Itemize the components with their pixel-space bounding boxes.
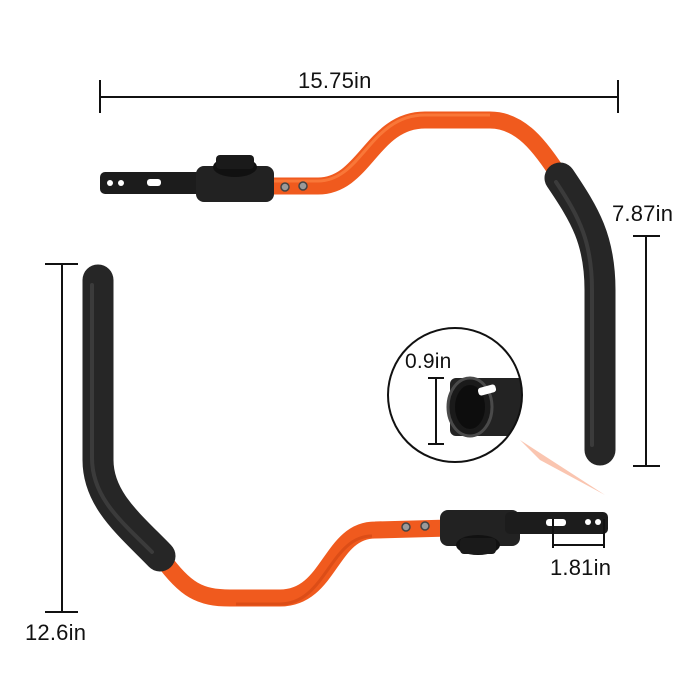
overall-width-label: 15.75in bbox=[298, 68, 372, 93]
left-bar-height-label: 12.6in bbox=[25, 620, 87, 645]
tube-inner-diameter-label: 0.9in bbox=[405, 350, 452, 373]
top-handlebar-arm bbox=[100, 111, 616, 466]
detail-zoom-circle-icon bbox=[387, 327, 605, 495]
top-foam-grip bbox=[544, 162, 616, 466]
bottom-mount-bracket bbox=[401, 510, 608, 555]
bottom-handlebar-arm bbox=[82, 264, 608, 607]
mount-slot-length-label: 1.81in bbox=[550, 555, 612, 580]
dimension-lines bbox=[45, 80, 660, 613]
bottom-orange-tube bbox=[153, 519, 459, 607]
top-orange-tube bbox=[261, 111, 571, 195]
right-bar-height-label: 7.87in bbox=[612, 201, 674, 226]
top-mount-bracket bbox=[100, 155, 308, 202]
bottom-foam-grip bbox=[82, 264, 176, 572]
